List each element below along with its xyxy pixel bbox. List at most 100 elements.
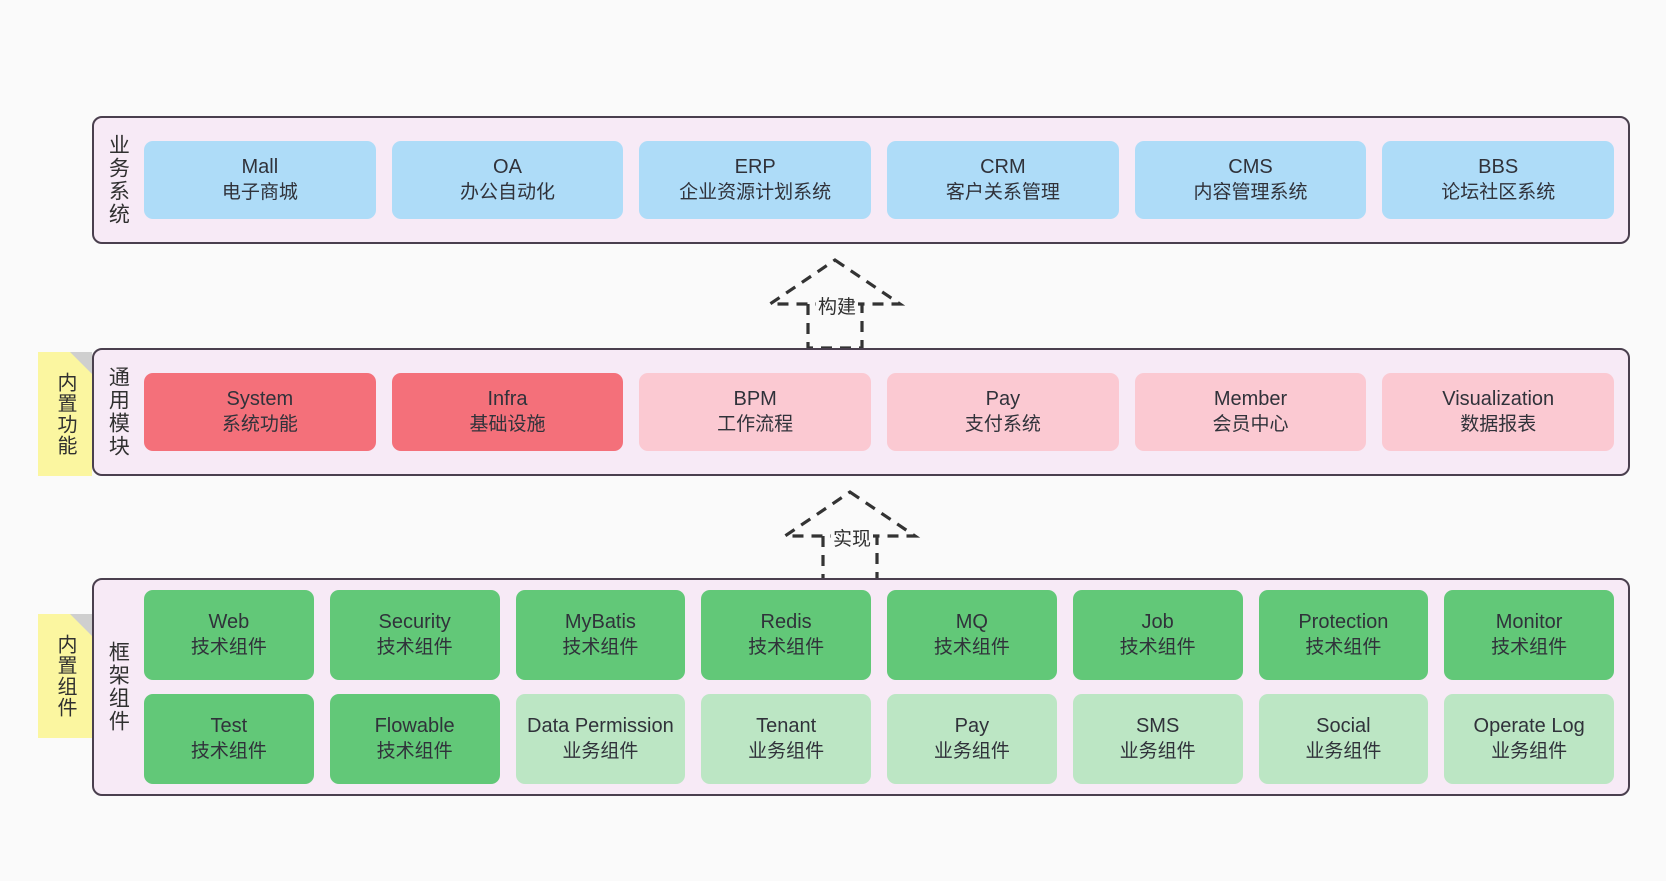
card-redis[interactable]: Redis 技术组件	[701, 590, 871, 680]
framework-component-card-list: Web 技术组件 Security 技术组件 MyBatis 技术组件 Redi…	[140, 580, 1628, 794]
card-operate-log[interactable]: Operate Log 业务组件	[1444, 694, 1614, 784]
card-test[interactable]: Test 技术组件	[144, 694, 314, 784]
card-subtitle: 技术组件	[562, 636, 639, 658]
card-mybatis[interactable]: MyBatis 技术组件	[515, 590, 686, 680]
card-title: OA	[493, 156, 522, 179]
card-subtitle: 业务组件	[748, 740, 825, 762]
framework-row-technical: Web 技术组件 Security 技术组件 MyBatis 技术组件 Redi…	[144, 590, 1614, 680]
card-title: Test	[210, 715, 248, 738]
card-infra[interactable]: Infra 基础设施	[391, 373, 624, 451]
card-monitor[interactable]: Monitor 技术组件	[1444, 590, 1614, 680]
card-subtitle: 技术组件	[933, 636, 1010, 658]
card-title: Monitor	[1495, 611, 1563, 634]
connector-implement: 实现	[775, 488, 925, 584]
card-mq[interactable]: MQ 技术组件	[887, 590, 1057, 680]
note-label: 内置组件	[54, 634, 76, 718]
card-title: Job	[1141, 611, 1174, 634]
card-subtitle: 办公自动化	[460, 181, 556, 203]
card-title: Visualization	[1442, 388, 1555, 411]
card-title: Flowable	[374, 715, 455, 738]
card-title: Tenant	[756, 715, 817, 738]
card-subtitle: 技术组件	[376, 740, 453, 762]
card-security[interactable]: Security 技术组件	[329, 590, 500, 680]
card-title: Operate Log	[1473, 715, 1585, 738]
card-social[interactable]: Social 业务组件	[1258, 694, 1429, 784]
card-subtitle: 技术组件	[1491, 636, 1568, 658]
card-title: Web	[208, 611, 250, 634]
card-title: MQ	[955, 611, 988, 634]
card-title: SMS	[1135, 715, 1180, 738]
card-subtitle: 支付系统	[964, 413, 1041, 435]
card-subtitle: 技术组件	[190, 740, 267, 762]
card-title: Pay	[954, 715, 990, 738]
card-title: Redis	[760, 611, 812, 634]
card-pay-component[interactable]: Pay 业务组件	[887, 694, 1057, 784]
card-subtitle: 业务组件	[1491, 740, 1568, 762]
card-flowable[interactable]: Flowable 技术组件	[329, 694, 500, 784]
card-title: Security	[378, 611, 451, 634]
common-module-card-list: System 系统功能 Infra 基础设施 BPM 工作流程 Pay 支付系统…	[140, 350, 1628, 474]
card-tenant[interactable]: Tenant 业务组件	[701, 694, 871, 784]
card-data-permission[interactable]: Data Permission 业务组件	[515, 694, 686, 784]
card-title: System	[226, 388, 294, 411]
card-title: Member	[1213, 388, 1288, 411]
card-crm[interactable]: CRM 客户关系管理	[887, 141, 1119, 219]
layer-title-common-module: 通用模块	[106, 366, 130, 458]
card-title: MyBatis	[564, 611, 636, 634]
card-visualization[interactable]: Visualization 数据报表	[1382, 373, 1615, 451]
card-title: Infra	[487, 388, 528, 411]
card-member[interactable]: Member 会员中心	[1134, 373, 1367, 451]
card-subtitle: 技术组件	[190, 636, 267, 658]
card-subtitle: 系统功能	[221, 413, 298, 435]
card-cms[interactable]: CMS 内容管理系统	[1134, 141, 1367, 219]
layer-business-system: 业务系统 Mall 电子商城 OA 办公自动化 ERP 企业资源计划系统 CRM…	[92, 116, 1630, 244]
card-title: BPM	[733, 388, 777, 411]
note-builtin-function: 内置功能	[38, 352, 92, 476]
connector-build: 构建	[760, 256, 910, 352]
connector-build-label: 构建	[816, 292, 859, 319]
card-subtitle: 内容管理系统	[1193, 181, 1308, 203]
note-label: 内置功能	[54, 372, 76, 456]
card-subtitle: 电子商城	[221, 181, 298, 203]
card-subtitle: 企业资源计划系统	[679, 181, 832, 203]
card-title: CMS	[1228, 156, 1273, 179]
card-title: Data Permission	[527, 715, 674, 738]
card-subtitle: 业务组件	[562, 740, 639, 762]
card-subtitle: 技术组件	[1119, 636, 1196, 658]
card-sms[interactable]: SMS 业务组件	[1072, 694, 1243, 784]
card-job[interactable]: Job 技术组件	[1072, 590, 1243, 680]
card-title: BBS	[1478, 156, 1519, 179]
card-subtitle: 客户关系管理	[945, 181, 1060, 203]
card-protection[interactable]: Protection 技术组件	[1258, 590, 1429, 680]
card-system[interactable]: System 系统功能	[144, 373, 376, 451]
card-title: Pay	[985, 388, 1021, 411]
layer-framework-component: 框架组件 Web 技术组件 Security 技术组件 MyBatis 技术组件…	[92, 578, 1630, 796]
card-bpm[interactable]: BPM 工作流程	[639, 373, 872, 451]
card-web[interactable]: Web 技术组件	[144, 590, 314, 680]
connector-implement-label: 实现	[831, 524, 874, 551]
card-subtitle: 技术组件	[1305, 636, 1382, 658]
card-subtitle: 业务组件	[1119, 740, 1196, 762]
layer-title-business-system: 业务系统	[106, 134, 130, 226]
card-title: Protection	[1298, 611, 1389, 634]
business-system-card-list: Mall 电子商城 OA 办公自动化 ERP 企业资源计划系统 CRM 客户关系…	[140, 118, 1628, 242]
card-subtitle: 基础设施	[469, 413, 546, 435]
card-subtitle: 数据报表	[1460, 413, 1537, 435]
card-mall[interactable]: Mall 电子商城	[144, 141, 376, 219]
card-subtitle: 会员中心	[1212, 413, 1289, 435]
card-subtitle: 技术组件	[748, 636, 825, 658]
card-title: ERP	[734, 156, 776, 179]
layer-title-framework-component: 框架组件	[106, 641, 130, 733]
card-title: CRM	[980, 156, 1026, 179]
card-bbs[interactable]: BBS 论坛社区系统	[1382, 141, 1615, 219]
note-builtin-component: 内置组件	[38, 614, 92, 738]
card-subtitle: 工作流程	[717, 413, 794, 435]
framework-row-business: Test 技术组件 Flowable 技术组件 Data Permission …	[144, 694, 1614, 784]
card-subtitle: 业务组件	[1305, 740, 1382, 762]
card-oa[interactable]: OA 办公自动化	[391, 141, 624, 219]
card-pay-module[interactable]: Pay 支付系统	[887, 373, 1119, 451]
card-erp[interactable]: ERP 企业资源计划系统	[639, 141, 872, 219]
card-title: Mall	[241, 156, 279, 179]
layer-common-module: 通用模块 System 系统功能 Infra 基础设施 BPM 工作流程 Pay…	[92, 348, 1630, 476]
